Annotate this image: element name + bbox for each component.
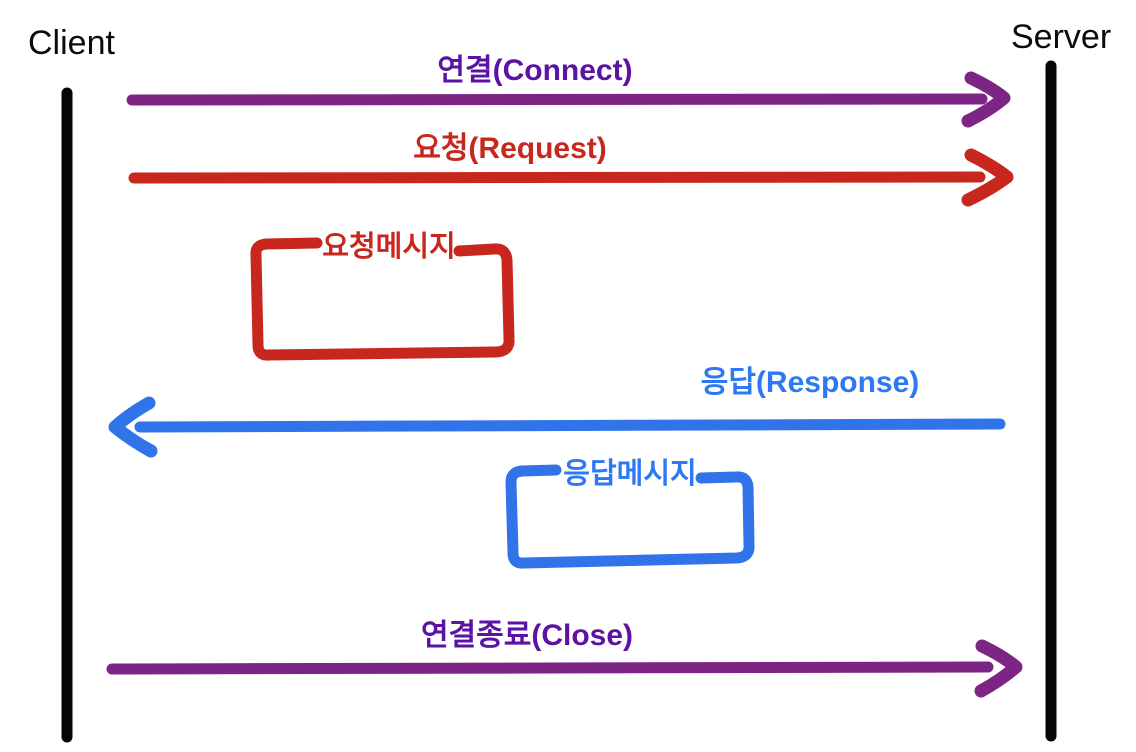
response-arrowhead [108,396,158,458]
close-arrow [106,639,1023,698]
response-arrow-shaft [134,418,1006,433]
request-arrow-shaft [128,171,986,184]
close-arrow-shaft [106,661,994,675]
request-arrow [128,148,1014,207]
request-arrowhead [961,148,1014,207]
request-message-label: 요청(Request) [413,132,607,165]
client-actor-label: Client [28,24,115,62]
connect-arrow [126,71,1011,128]
request-note-label: 요청메시지 [322,231,456,263]
close-message-label: 연결종료(Close) [420,619,634,652]
server-actor-label: Server [1011,18,1112,56]
response-note-label: 응답메시지 [563,458,697,490]
connect-arrow-shaft [126,93,988,106]
connect-message-label: 연결(Connect) [437,54,633,87]
close-arrowhead [974,639,1023,698]
response-message-label: 응답(Response) [700,366,920,399]
response-arrow [108,396,1006,458]
connect-arrowhead [961,71,1011,128]
response-message-note-box [505,464,755,569]
request-message-note-box [250,237,515,361]
